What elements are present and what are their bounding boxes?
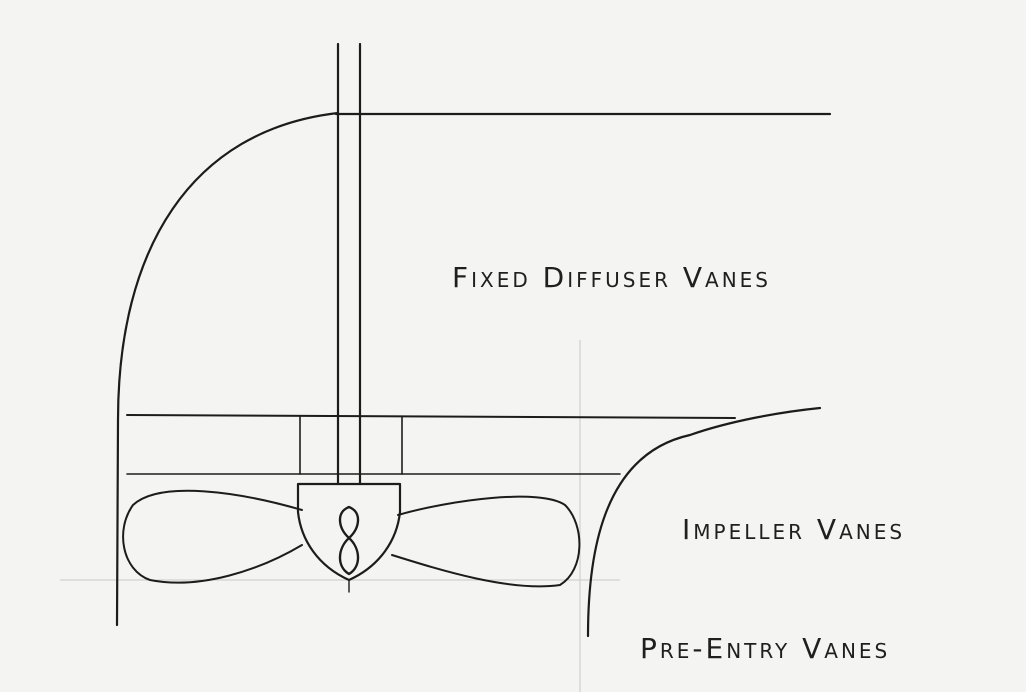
outer-casing-curve	[115, 111, 340, 627]
diffuser-band-top-line	[126, 414, 736, 419]
impeller-vanes-label: Impeller Vanes	[682, 513, 906, 546]
inner-hub-curve	[586, 406, 822, 638]
hub-figure-eight-mark	[338, 505, 360, 576]
impeller-hub-cone	[296, 482, 402, 582]
impeller-blade-left	[122, 489, 303, 584]
pre-entry-vanes-label: Pre-Entry Vanes	[640, 632, 891, 665]
fixed-diffuser-vanes-label: Fixed Diffuser Vanes	[452, 261, 772, 294]
impeller-blade-right	[391, 495, 581, 588]
